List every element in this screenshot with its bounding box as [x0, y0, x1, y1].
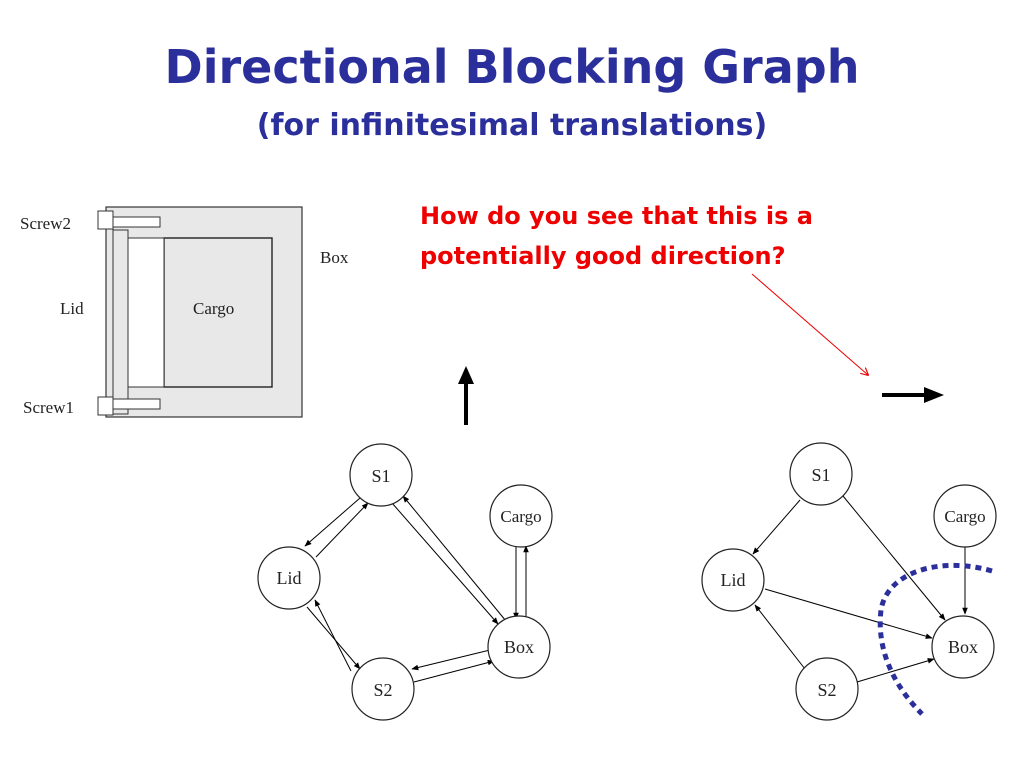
svg-text:S1: S1: [371, 466, 390, 486]
svg-text:Cargo: Cargo: [944, 507, 985, 526]
svg-text:Box: Box: [504, 637, 534, 657]
svg-text:S2: S2: [373, 680, 392, 700]
slide-subtitle: (for infinitesimal translations): [256, 108, 768, 143]
inner-gap: [127, 237, 165, 388]
graph-right: S1 Cargo Lid Box S2: [701, 442, 997, 721]
screw2-shaft: [112, 216, 161, 228]
svg-text:Lid: Lid: [721, 570, 746, 590]
screw2-label: Screw2: [20, 214, 71, 233]
graph-right-node-lid: Lid: [701, 548, 765, 612]
graph-right-node-box: Box: [931, 615, 995, 679]
screw2-head: [97, 210, 114, 230]
screw1-head: [97, 396, 114, 416]
graph-up-node-s1: S1: [349, 443, 413, 507]
lid-plate: [112, 229, 129, 415]
graph-right-edges: [752, 495, 968, 683]
up-direction-arrow: [458, 366, 474, 425]
cargo-label: Cargo: [193, 299, 234, 318]
graph-up-node-lid: Lid: [257, 546, 321, 610]
question-callout: How do you see that this is a potentiall…: [420, 202, 813, 270]
slide-title: Directional Blocking Graph: [164, 40, 860, 94]
svg-text:Cargo: Cargo: [500, 507, 541, 526]
graph-right-node-s2: S2: [795, 657, 859, 721]
box-partition-dotted-curve: [877, 562, 993, 716]
graph-right-node-cargo: Cargo: [933, 484, 997, 548]
graph-right-node-s1: S1: [789, 442, 853, 506]
question-pointer-arrow: [751, 273, 868, 375]
graph-up-node-box: Box: [487, 615, 551, 679]
svg-text:Box: Box: [948, 637, 978, 657]
graph-up-node-s2: S2: [351, 657, 415, 721]
box-label: Box: [320, 248, 349, 267]
screw1-shaft: [112, 398, 161, 410]
svg-text:S1: S1: [811, 465, 830, 485]
screw1-label: Screw1: [23, 398, 74, 417]
assembly-illustration: Screw2 Box Lid Cargo Screw1: [20, 206, 349, 418]
right-direction-arrow: [882, 387, 944, 403]
svg-text:Lid: Lid: [277, 568, 302, 588]
svg-text:S2: S2: [817, 680, 836, 700]
graph-up-node-cargo: Cargo: [489, 484, 553, 548]
lid-label: Lid: [60, 299, 84, 318]
cargo-block: [163, 237, 273, 388]
graph-up: S1 Cargo Lid Box S2: [257, 443, 553, 721]
graph-up-edges: [304, 495, 529, 683]
